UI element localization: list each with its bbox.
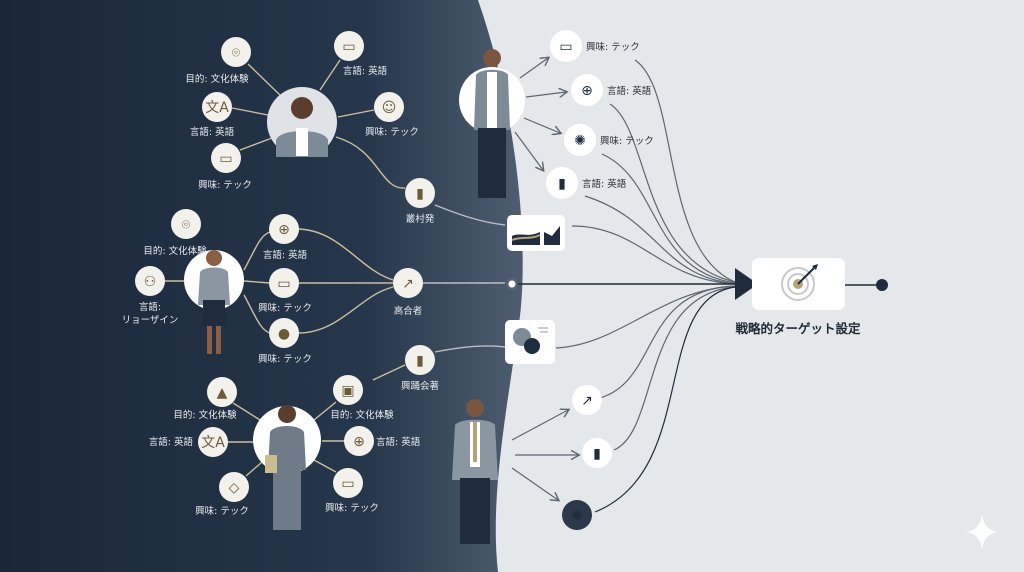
mortarboard-icon: ▲	[217, 385, 228, 401]
node-label: 高合者	[394, 305, 423, 317]
flow-lines	[511, 58, 878, 513]
node-label: 言語: 英語	[263, 249, 308, 261]
trend-chart-icon: ↗	[402, 276, 414, 292]
monitor-node[interactable]: ▭ 興味: テック	[198, 143, 252, 191]
globe-node[interactable]: ⊕ 言語: 英語	[344, 426, 421, 456]
bar-chart-icon: ▮	[416, 353, 424, 369]
translate-node[interactable]: 文A 言語: 英語	[149, 427, 228, 457]
lightbulb-icon: ✺	[574, 133, 586, 149]
globe-icon: ⊕	[353, 434, 365, 450]
node-label: 言語:	[139, 301, 161, 313]
lightbulb-node[interactable]: ✺ 興味: テック	[564, 124, 654, 156]
bar-chart-node[interactable]: ▮	[582, 438, 612, 468]
head-idea-icon: ☺	[382, 100, 397, 116]
translate-icon: 文A	[201, 435, 225, 451]
node-label: 目的: 文化体験	[330, 409, 394, 421]
lightbulb-node[interactable]: ✺	[562, 500, 592, 530]
bar-chart-node[interactable]: ▮ 興踊会著	[401, 345, 439, 392]
node-label: 目的: 文化体験	[185, 73, 249, 85]
mortarboard-node[interactable]: ▲ 目的: 文化体験	[173, 377, 237, 421]
globe-node[interactable]: ⊕ 言語: 英語	[263, 214, 308, 261]
head-idea-node[interactable]: ☺ 興味: テック	[365, 92, 419, 138]
people-node[interactable]: ⚇ 言語: リョーザイン	[122, 266, 179, 326]
translate-node[interactable]: 文A 言語: 英語	[190, 92, 235, 138]
target-label: 戦略的ターゲット設定	[735, 321, 861, 336]
diamond-node[interactable]: ◇ 興味: テック	[195, 472, 249, 517]
monitor-node[interactable]: ▭ 興味: テック	[325, 468, 379, 514]
convergence-arrow-icon	[735, 268, 758, 300]
user-node[interactable]: ● 興味: テック	[258, 318, 312, 365]
people-icon: ⚇	[144, 274, 157, 290]
certificate-node[interactable]: ▣ 目的: 文化体験	[330, 375, 394, 421]
bar-chart-icon: ▮	[593, 446, 601, 462]
map-pin-icon: ⌾	[232, 45, 241, 61]
cluster-connectors	[164, 59, 506, 477]
monitor-node[interactable]: ▭ 興味: テック	[258, 268, 312, 314]
node-label: 叢村発	[406, 213, 435, 225]
laptop-node[interactable]: ▭ 興味: テック	[550, 30, 640, 62]
map-pin-node[interactable]: ⌾ 目的: 文化体験	[185, 37, 251, 85]
target-dart-icon	[781, 264, 818, 301]
node-label: 興踊会著	[401, 380, 439, 392]
node-label: 興味: テック	[586, 41, 640, 53]
chat-bubbles-icon: ▭	[342, 39, 355, 55]
junction-dot	[506, 278, 518, 290]
node-label: 言語: 英語	[343, 65, 388, 77]
node-label: 言語: 英語	[149, 436, 194, 448]
sparkle-icon	[966, 514, 998, 550]
bar-chart-node[interactable]: ▮ 叢村発	[405, 178, 435, 225]
map-pin-node[interactable]: ⌾ 目的: 文化体験	[143, 209, 207, 257]
node-label-line2: リョーザイン	[122, 315, 179, 326]
node-label: 目的: 文化体験	[173, 409, 237, 421]
map-pin-icon: ⌾	[182, 217, 191, 233]
dark-panel	[0, 0, 523, 572]
bar-chart-icon: ▮	[558, 176, 566, 192]
node-label: 言語: 英語	[190, 126, 235, 138]
person-woman-bottom	[253, 405, 321, 530]
certificate-icon: ▣	[341, 383, 354, 399]
node-label: 興味: テック	[198, 179, 252, 191]
globe-node[interactable]: ⊕ 言語: 英語	[571, 74, 652, 106]
node-label: 興味: テック	[325, 502, 379, 514]
globe-icon: ⊕	[278, 222, 290, 238]
node-label: 興味: テック	[365, 126, 419, 138]
diamond-icon: ◇	[229, 480, 240, 496]
node-label: 言語: 英語	[582, 178, 627, 190]
translate-icon: 文A	[205, 100, 229, 116]
person-man-right-top	[459, 49, 525, 198]
node-label: 興味: テック	[195, 505, 249, 517]
node-label: 言語: 英語	[607, 85, 652, 97]
monitor-icon: ▭	[219, 151, 232, 167]
monitor-icon: ▭	[341, 476, 354, 492]
bar-chart-icon: ▮	[416, 186, 424, 202]
node-label: 興味: テック	[258, 353, 312, 365]
end-dot	[876, 279, 888, 291]
area-chart-card	[507, 215, 565, 251]
globe-icon: ⊕	[581, 83, 593, 99]
target-card[interactable]	[752, 258, 845, 310]
trend-chart-node[interactable]: ↗	[572, 385, 602, 415]
bar-chart-node[interactable]: ▮ 言語: 英語	[546, 167, 627, 199]
user-icon: ●	[278, 326, 290, 342]
pie-chart-card	[505, 320, 555, 364]
node-label: 興味: テック	[600, 135, 654, 147]
node-label: 目的: 文化体験	[143, 245, 207, 257]
laptop-icon: ▭	[559, 39, 572, 55]
trend-chart-node[interactable]: ↗ 高合者	[393, 268, 423, 317]
monitor-icon: ▭	[277, 276, 290, 292]
node-label: 興味: テック	[258, 302, 312, 314]
trend-chart-icon: ↗	[581, 393, 593, 409]
chat-bubbles-node[interactable]: ▭ 言語: 英語	[334, 31, 388, 77]
lightbulb-icon: ✺	[571, 508, 583, 524]
person-man-bottom	[452, 399, 498, 544]
node-label: 言語: 英語	[376, 436, 421, 448]
person-woman-middle	[184, 250, 244, 354]
person-man-top	[267, 87, 337, 157]
